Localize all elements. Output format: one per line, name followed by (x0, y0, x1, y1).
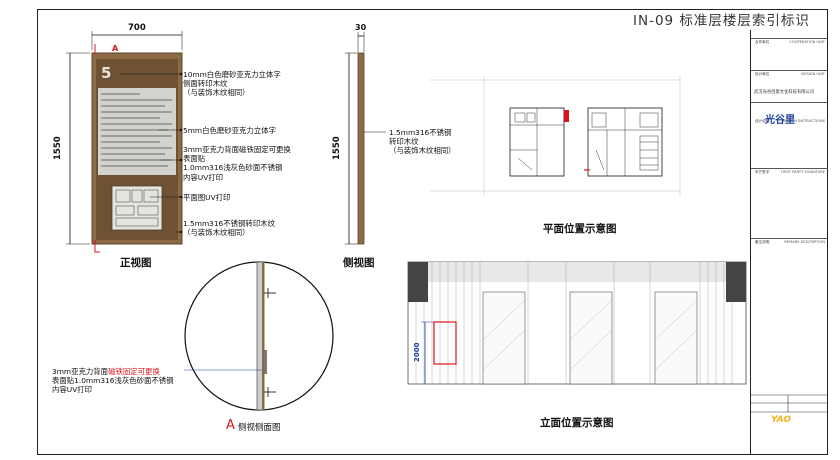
sheet-title: IN-09 标准层楼层索引标识 (633, 13, 810, 29)
sign-location-marker (433, 321, 457, 365)
elevation-layout (407, 261, 747, 385)
front-height-dim: 1550 (53, 136, 63, 160)
elevation-caption: 立面位置示意图 (540, 417, 614, 429)
company-logo: 光谷里 (765, 115, 795, 126)
annotation-3d-letters: 10mm白色磨砂亚克力立体字 侧面转印木纹 （与装饰木纹相同） (183, 70, 281, 98)
annotation-magnet-panel: 3mm亚克力背面磁铁固定可更换 表面贴 1.0mm316浅灰色砂面不锈钢 内容U… (183, 145, 291, 182)
detail-caption: 侧视侧面图 (238, 423, 281, 433)
front-view (66, 31, 183, 253)
floor-plan-print (111, 185, 163, 231)
plan-layout (430, 76, 681, 196)
annotation-5mm-letters: 5mm白色磨砂亚克力立体字 (183, 126, 277, 135)
detail-section-a (184, 261, 334, 411)
brand-logo: YAO (771, 415, 791, 425)
floor-index-panel (98, 88, 176, 175)
annotation-plan-print: 平面图UV打印 (183, 193, 231, 202)
side-view-note: 1.5mm316不锈钢 转印木纹 （与装饰木纹相同） (389, 128, 456, 156)
front-width-dim: 700 (128, 23, 146, 33)
side-panel (357, 52, 365, 245)
title-block-lines (750, 394, 827, 413)
annotation-steel-frame: 1.5mm316不锈钢转印木纹 （与装饰木纹相同） (183, 219, 275, 238)
front-view-caption: 正视图 (120, 257, 152, 269)
detail-note: 3mm亚克力背面磁铁固定可更换 表面贴1.0mm316浅灰色砂面不锈钢 内容UV… (52, 367, 174, 395)
elevation-height-dim: 2000 (413, 342, 421, 362)
section-mark: A (112, 44, 119, 53)
side-view-caption: 侧视图 (343, 257, 375, 269)
plan-caption: 平面位置示意图 (543, 223, 617, 235)
side-height-dim: 1550 (332, 136, 342, 160)
side-view (345, 32, 386, 245)
detail-caption-letter: A (226, 418, 235, 433)
floor-number: 5 (101, 64, 112, 82)
drawing-frame (37, 9, 828, 455)
side-depth-dim: 30 (355, 23, 367, 32)
